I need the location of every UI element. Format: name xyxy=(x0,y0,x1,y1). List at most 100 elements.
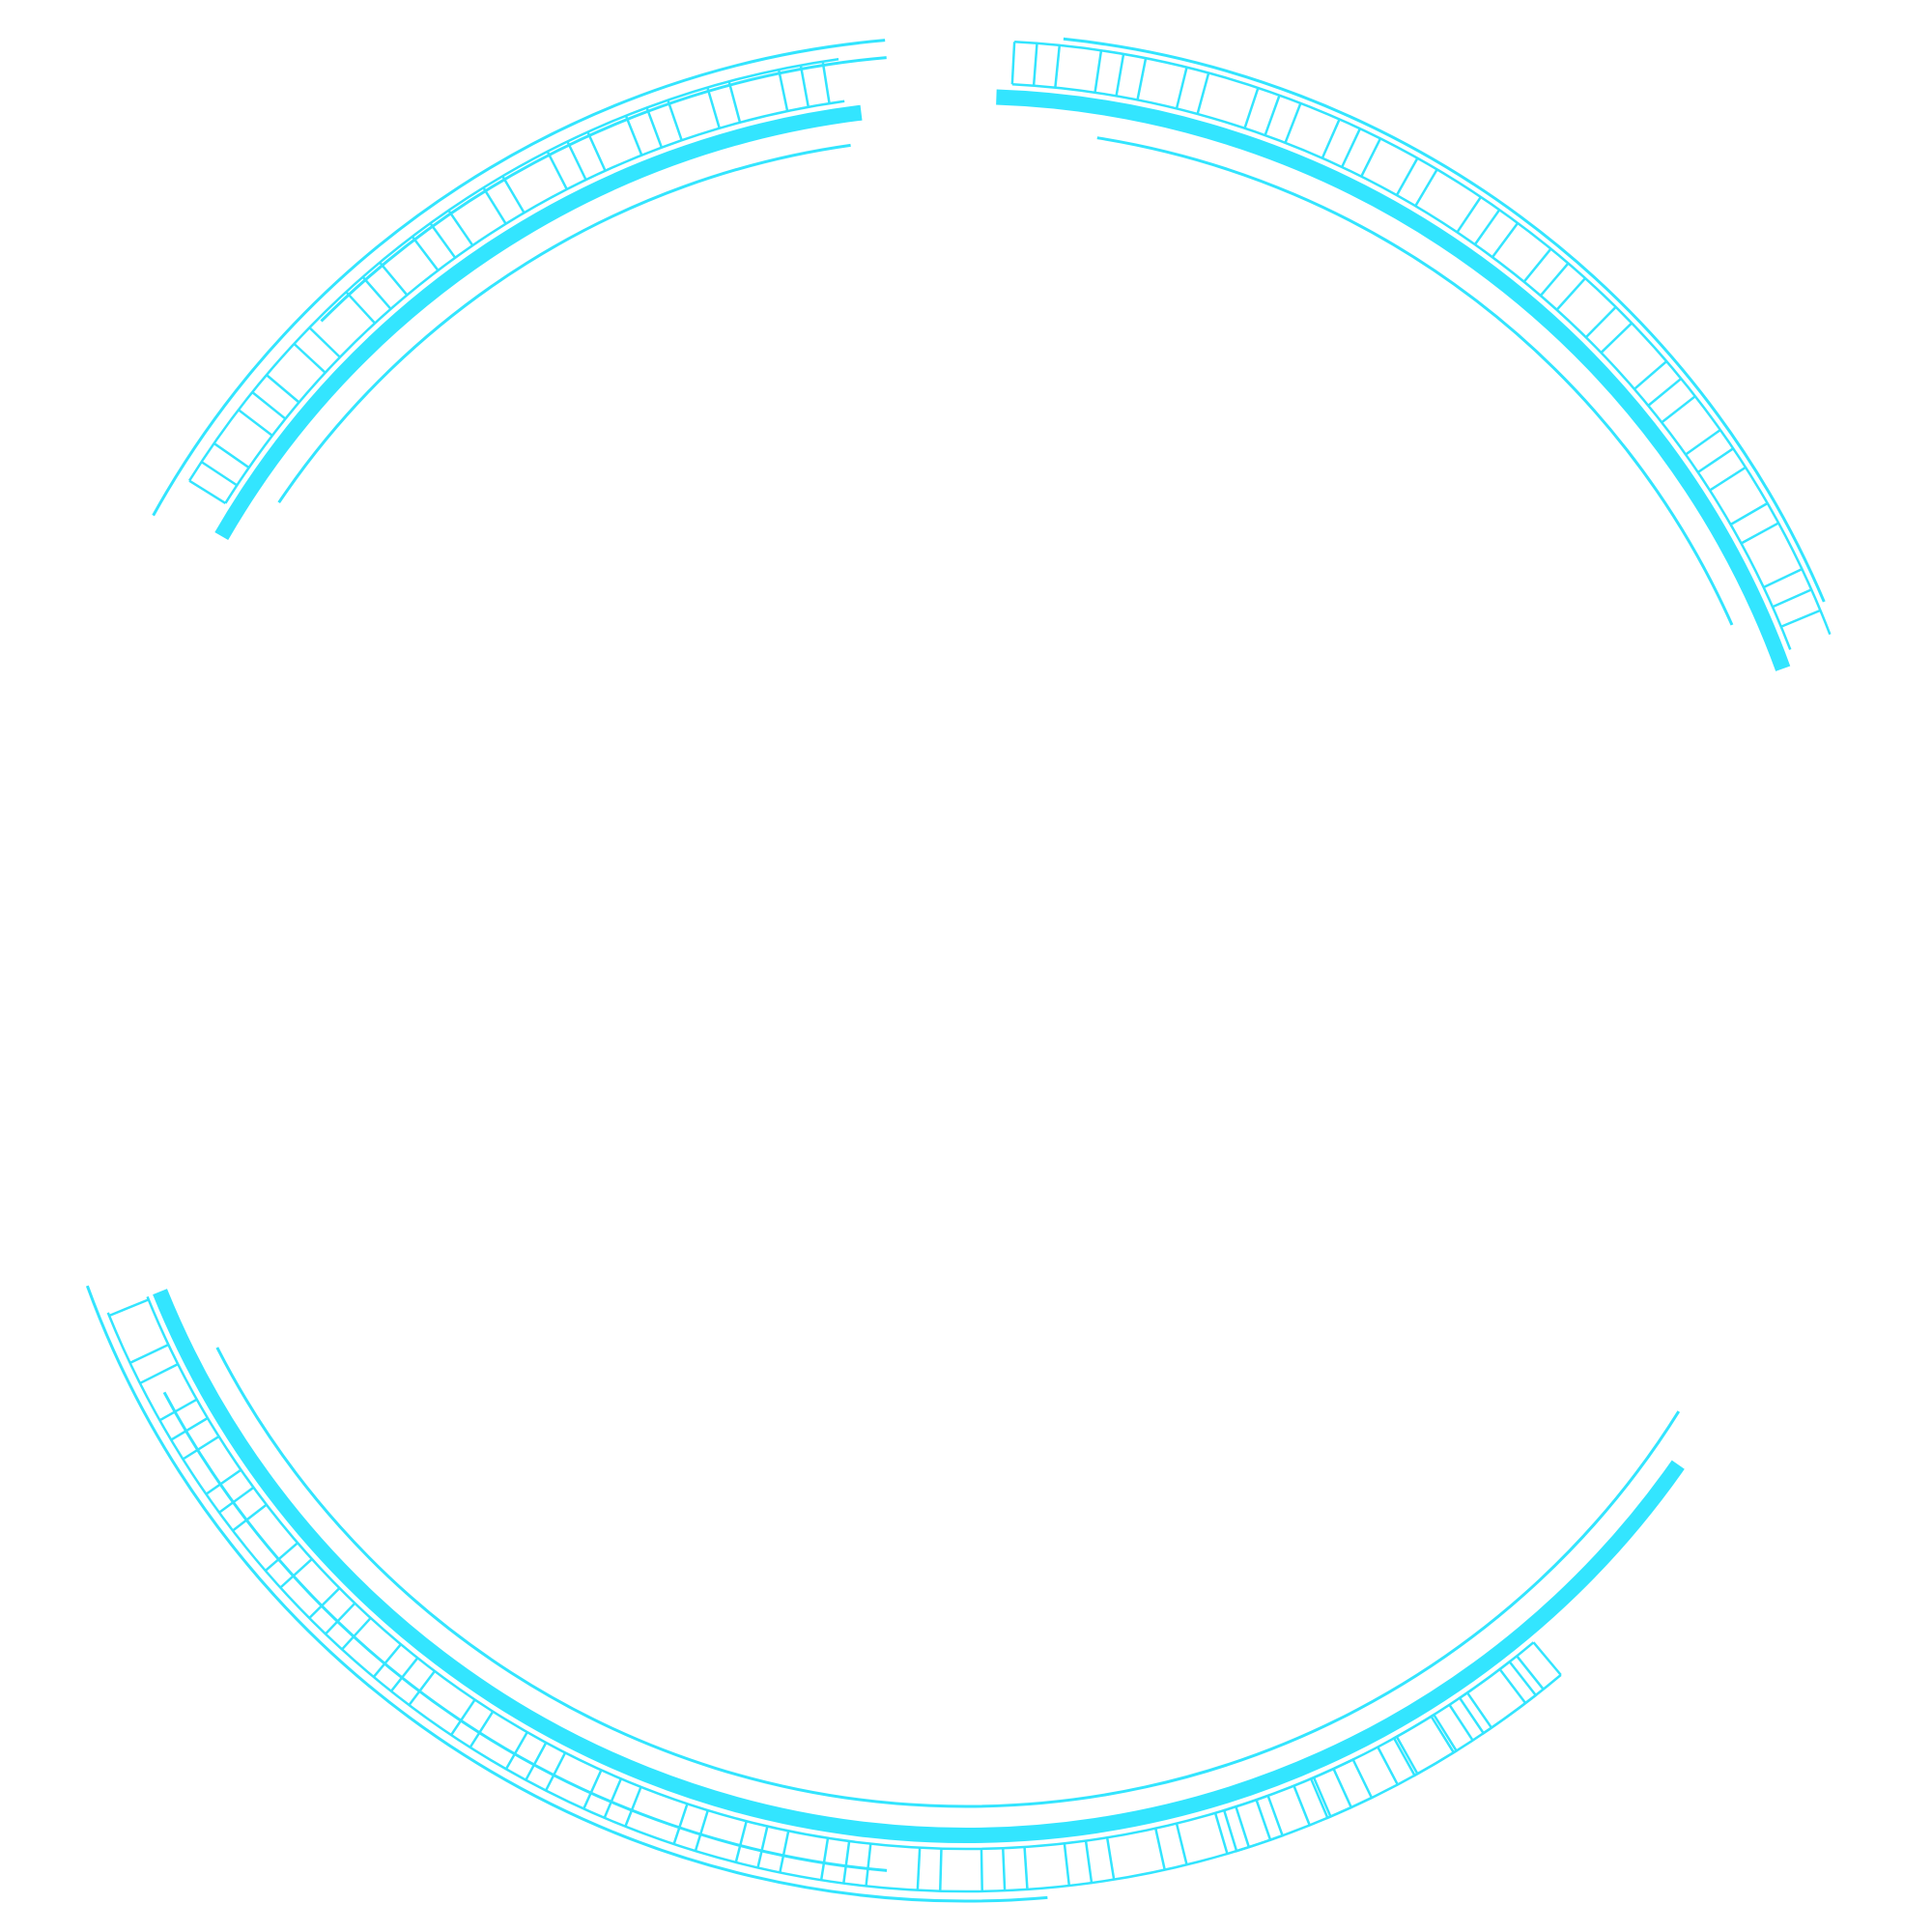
tick-mark xyxy=(429,222,457,259)
tick-band-outer-edge xyxy=(1014,41,1832,636)
outer-thin-arc-2 xyxy=(320,56,887,323)
tick-mark xyxy=(1175,67,1188,109)
tick-mark xyxy=(205,1468,242,1495)
tick-band-inner-edge xyxy=(224,99,845,504)
tick-mark xyxy=(1321,118,1341,159)
tick-mark xyxy=(1154,1828,1166,1870)
tick-mark xyxy=(450,1698,476,1736)
outer-thin-arc xyxy=(1063,37,1826,603)
tick-mark xyxy=(734,1820,748,1863)
tick-mark xyxy=(379,261,409,297)
tick-mark xyxy=(200,461,238,487)
tick-mark xyxy=(1780,609,1821,628)
tick-mark xyxy=(1634,360,1668,390)
tick-mark xyxy=(939,1848,943,1891)
tick-mark xyxy=(1293,1785,1311,1826)
tick-mark xyxy=(408,1670,436,1706)
tick-mark xyxy=(624,115,643,156)
detached-tick-block xyxy=(1222,1794,1285,1853)
tick-mark xyxy=(1136,57,1148,100)
tick-mark xyxy=(706,87,721,129)
tick-mark xyxy=(1395,1736,1419,1775)
tick-mark xyxy=(672,1803,689,1845)
arc-segments xyxy=(85,37,1832,1903)
outer-thin-arc xyxy=(152,39,886,517)
tick-mark xyxy=(819,1837,830,1881)
tick-marks xyxy=(188,61,831,505)
tick-mark xyxy=(1740,522,1779,545)
tick-mark xyxy=(1255,1799,1272,1841)
tick-mark xyxy=(504,1731,528,1770)
tick-mark xyxy=(1555,277,1586,311)
tick-mark xyxy=(1175,1823,1188,1865)
tick-mark xyxy=(129,1343,169,1365)
tick-mark xyxy=(264,1542,298,1572)
tick-mark xyxy=(345,291,377,325)
tick-mark xyxy=(389,1657,419,1692)
arc-segment-top-left xyxy=(152,39,887,541)
tick-mark xyxy=(1498,1668,1527,1704)
tick-mark xyxy=(865,1843,872,1887)
tick-mark xyxy=(1522,247,1552,283)
tick-mark xyxy=(1010,42,1016,85)
tick-mark xyxy=(325,1602,356,1635)
tick-mark xyxy=(158,1398,198,1422)
tick-mark xyxy=(603,1777,623,1819)
tick-marks xyxy=(1010,42,1821,628)
tick-mark xyxy=(582,1769,603,1809)
tick-mark xyxy=(1516,1655,1545,1690)
tick-mark xyxy=(1697,447,1734,473)
tick-mark xyxy=(1491,222,1520,258)
tick-mark xyxy=(694,1809,709,1852)
tick-mark xyxy=(232,1503,268,1532)
tick-mark xyxy=(1772,588,1812,609)
tick-mark xyxy=(447,210,474,246)
tick-mark xyxy=(1023,1846,1029,1889)
tick-mark xyxy=(566,140,587,181)
tick-mark xyxy=(586,131,607,172)
tick-mark xyxy=(756,1826,769,1868)
tick-mark xyxy=(1729,501,1769,526)
tick-mark xyxy=(1647,377,1683,407)
tick-mark xyxy=(170,1416,209,1441)
tick-mark xyxy=(1456,196,1482,234)
tick-mark xyxy=(1196,72,1210,115)
tick-mark xyxy=(1465,1691,1493,1729)
inner-thin-arc xyxy=(215,1347,1681,1808)
thick-arc-band xyxy=(996,89,1791,671)
tick-mark xyxy=(1584,306,1617,339)
detached-tick-block xyxy=(1458,1660,1538,1735)
tick-mark xyxy=(361,275,392,310)
tick-mark xyxy=(1414,168,1438,207)
arc-segment-bottom xyxy=(85,1285,1685,1903)
tick-mark xyxy=(372,1643,402,1678)
thick-arc-band xyxy=(153,1289,1685,1844)
tick-mark xyxy=(188,479,227,505)
tick-mark xyxy=(624,1786,642,1828)
tick-mark xyxy=(1054,44,1062,88)
tick-mark xyxy=(916,1847,922,1890)
tick-mark xyxy=(1115,53,1125,97)
tick-mark xyxy=(139,1362,179,1385)
tick-mark xyxy=(108,1298,150,1318)
tick-mark xyxy=(1473,209,1501,245)
tick-mark xyxy=(279,1558,313,1589)
tick-mark xyxy=(1685,429,1721,456)
tick-mark xyxy=(799,65,810,108)
tick-mark xyxy=(1032,43,1038,86)
tick-mark xyxy=(1600,322,1633,354)
tick-mark xyxy=(1084,1840,1094,1884)
tick-mark xyxy=(1002,1848,1007,1891)
thick-arc-band xyxy=(214,104,863,541)
tick-mark xyxy=(1709,466,1747,492)
tick-mark xyxy=(1284,102,1302,144)
tick-mark xyxy=(821,61,831,104)
tick-mark xyxy=(182,1435,220,1461)
tick-mark xyxy=(1094,50,1103,93)
tick-mark xyxy=(308,327,341,358)
tick-mark xyxy=(213,441,250,469)
tick-mark xyxy=(1661,395,1696,424)
tick-mark xyxy=(525,1742,548,1781)
tick-mark xyxy=(667,99,683,141)
